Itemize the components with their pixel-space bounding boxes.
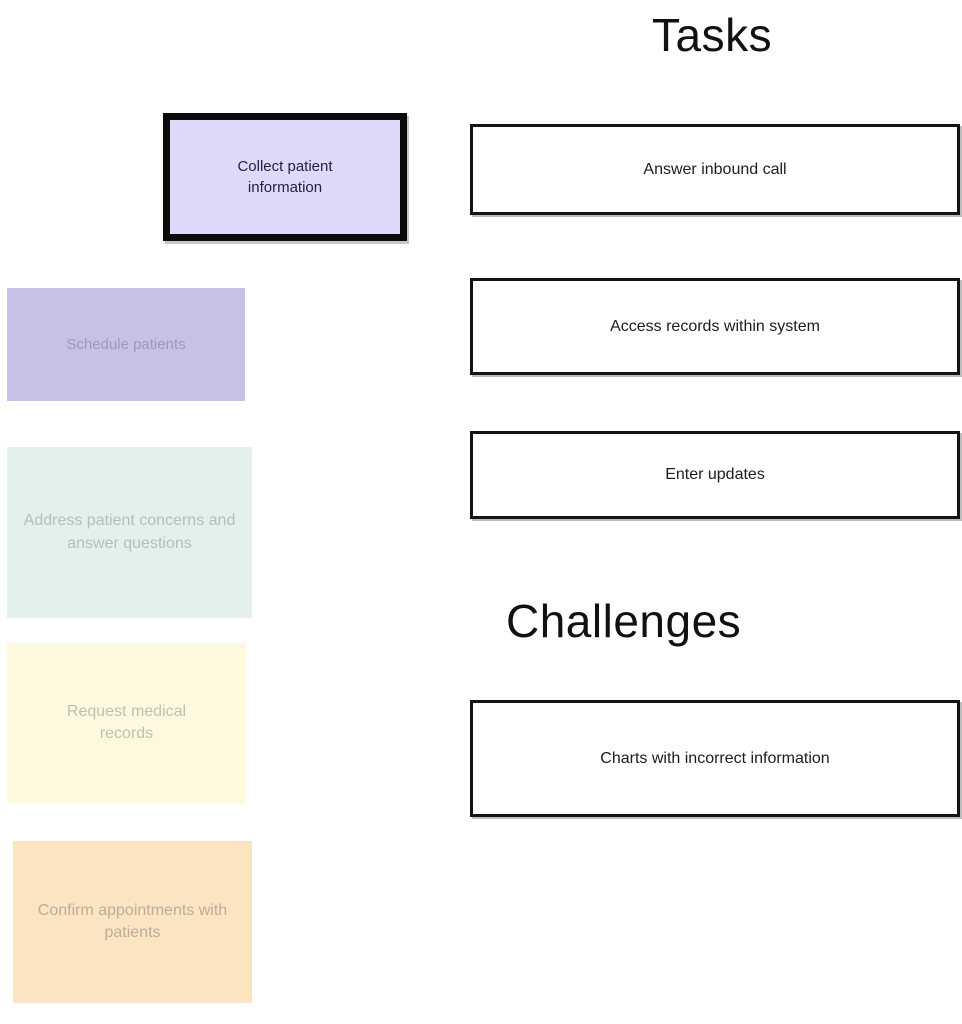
sticky-note-label: Confirm appointments with patients (37, 901, 228, 941)
challenge-card-charts-with-incorrect-information[interactable]: Charts with incorrect information (470, 700, 960, 817)
challenges-heading: Challenges (506, 595, 742, 647)
task-card-access-records-within-system[interactable]: Access records within system (470, 278, 960, 375)
tasks-heading: Tasks (652, 9, 773, 61)
challenge-card-label: Charts with incorrect information (600, 749, 830, 767)
task-card-enter-updates[interactable]: Enter updates (470, 431, 960, 519)
sticky-note-label: Request medical records (66, 702, 187, 742)
task-card-label: Access records within system (610, 317, 820, 335)
task-card-label: Answer inbound call (643, 160, 787, 178)
sticky-note-collect-patient-information[interactable]: Collect patient information (163, 113, 407, 241)
sticky-note-label: Address patient concerns and answer ques… (23, 512, 236, 552)
sticky-note-label: Schedule patients (66, 336, 186, 353)
sticky-note-request-medical-records[interactable]: Request medical records (7, 643, 246, 803)
sticky-note-label: Collect patient information (237, 158, 333, 196)
sticky-note-address-patient-concerns[interactable]: Address patient concerns and answer ques… (7, 447, 252, 618)
task-card-label: Enter updates (665, 466, 765, 483)
sticky-note-schedule-patients[interactable]: Schedule patients (7, 288, 245, 401)
sticky-note-confirm-appointments[interactable]: Confirm appointments with patients (13, 841, 252, 1003)
task-card-answer-inbound-call[interactable]: Answer inbound call (470, 124, 960, 215)
